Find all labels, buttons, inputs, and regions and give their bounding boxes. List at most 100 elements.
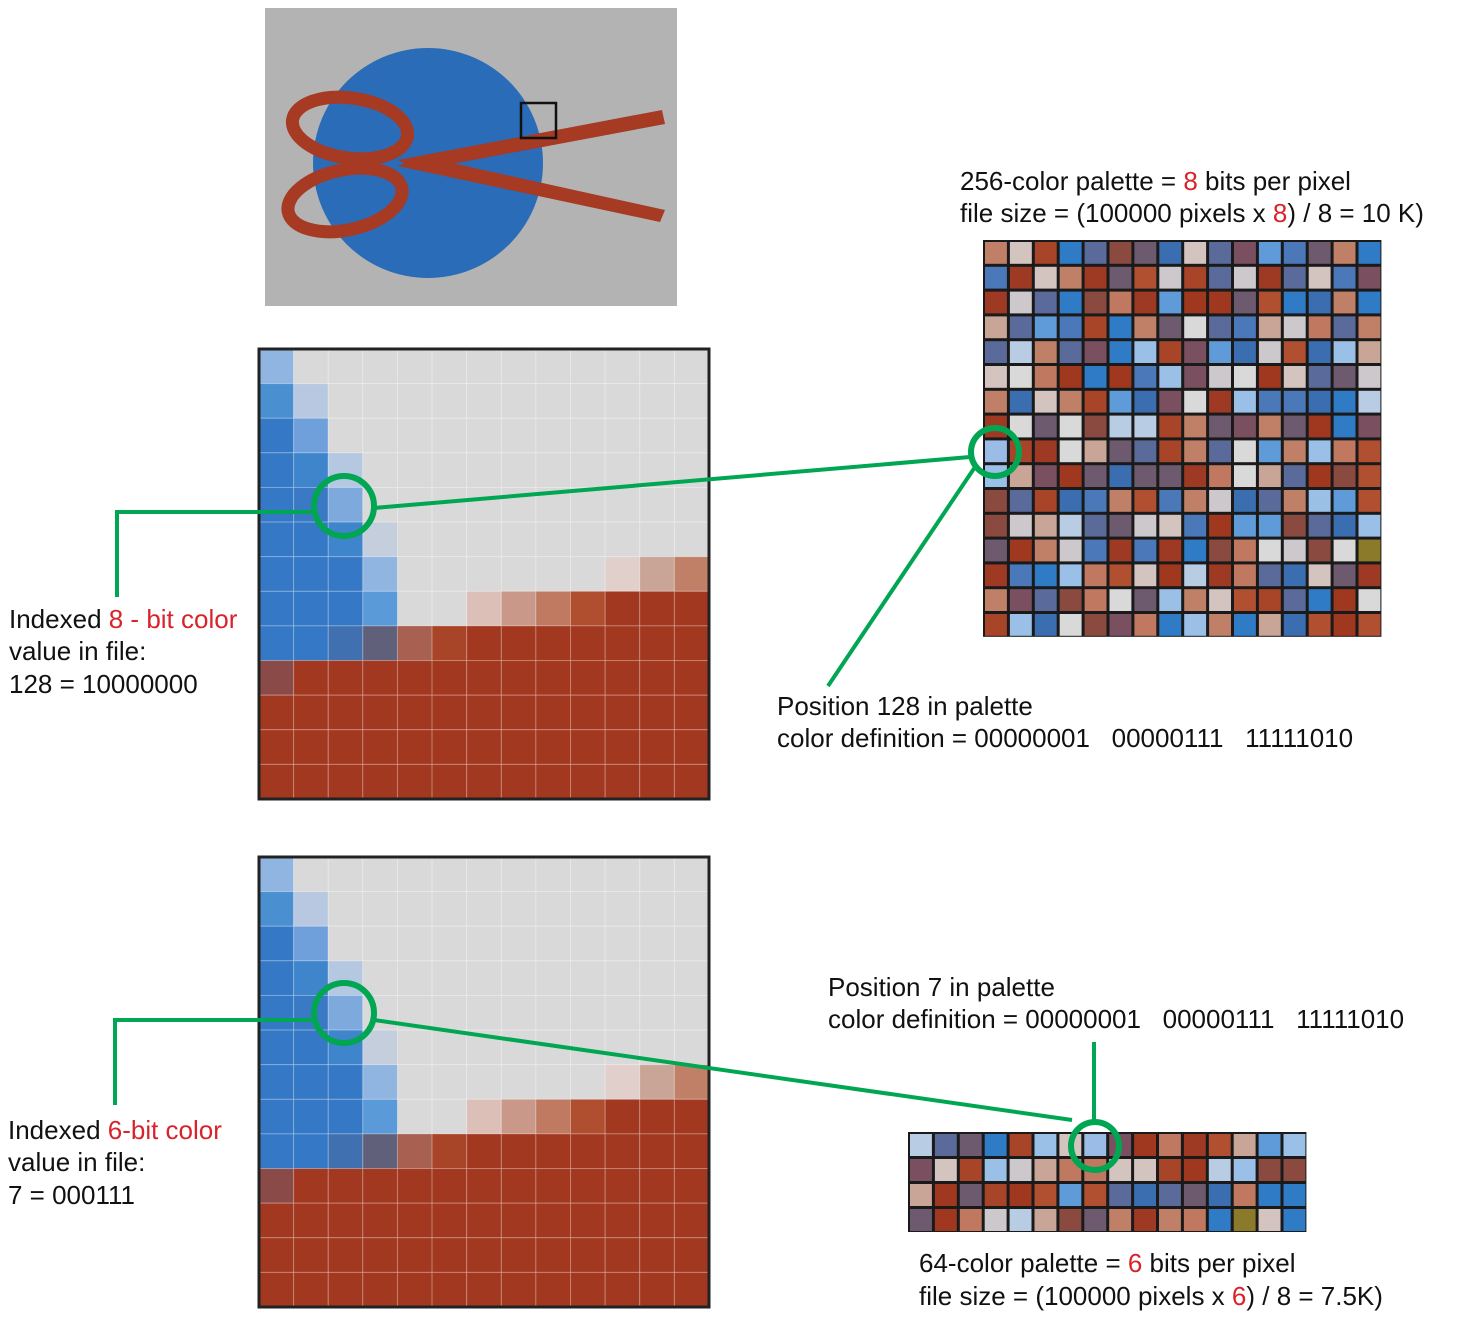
palette-256-swatch	[1009, 341, 1032, 363]
pixel-cell	[570, 763, 606, 800]
pixel-cell	[639, 486, 675, 523]
palette-64-swatch	[1208, 1184, 1231, 1206]
palette-256-swatch	[1034, 366, 1057, 388]
palette-256-swatch	[1184, 341, 1207, 363]
pixel-cell	[293, 763, 329, 800]
pixel-cell	[604, 729, 641, 765]
palette-256-swatch	[1059, 490, 1082, 512]
palette-256-swatch	[1134, 614, 1157, 636]
palette-256-swatch	[1358, 266, 1381, 289]
palette-256-swatch	[1358, 415, 1381, 438]
pixel-cell	[327, 383, 364, 419]
pixel-cell	[431, 729, 468, 765]
palette-256-swatch	[985, 440, 1007, 463]
pixel-cell	[639, 856, 675, 893]
pixel-cell	[570, 660, 606, 696]
pixel-cell	[431, 694, 468, 731]
pixel-cell	[500, 1098, 537, 1135]
pixel-cell	[639, 694, 675, 731]
pixel-grid-8bit	[257, 347, 711, 801]
palette-256-swatch	[1134, 564, 1157, 587]
pixel-cell	[293, 348, 329, 385]
pixel-cell	[327, 1237, 364, 1273]
pixel-cell	[535, 960, 572, 996]
palette-64-swatch	[910, 1209, 932, 1231]
pixel-cell	[639, 1098, 675, 1135]
palette-256-swatch	[1109, 291, 1132, 314]
pixel-cell	[500, 348, 537, 385]
pixel-cell	[258, 960, 295, 996]
pixel-cell	[466, 1202, 502, 1239]
pixel-cell	[604, 1168, 641, 1204]
pixel-cell	[466, 590, 502, 627]
pixel-cell	[673, 1271, 710, 1308]
palette-256-swatch	[1159, 614, 1182, 636]
palette-256-swatch	[1258, 390, 1281, 413]
palette-256-swatch	[1159, 341, 1182, 363]
pixel-cell	[466, 994, 502, 1031]
palette-256-swatch	[1358, 341, 1381, 363]
pixel-cell	[500, 994, 537, 1031]
pixel-cell	[535, 1098, 572, 1135]
palette-256-swatch	[1358, 465, 1381, 487]
palette-256-swatch	[1084, 291, 1107, 314]
pixel-cell	[570, 556, 606, 592]
pixel-cell	[258, 625, 295, 662]
pixel-cell	[362, 1064, 398, 1100]
palette-64-swatch	[1208, 1209, 1231, 1231]
palette-256-swatch	[1059, 614, 1082, 636]
pixel-cell	[570, 348, 606, 385]
palette-256-swatch	[985, 514, 1007, 537]
palette-256-swatch	[1234, 316, 1256, 339]
palette-256-swatch	[1283, 465, 1306, 487]
pixel-cell	[604, 348, 641, 385]
pixel-cell	[604, 660, 641, 696]
callout-lines	[113, 425, 1122, 1173]
pixel-cell	[293, 1133, 329, 1170]
palette-64-swatch	[1084, 1184, 1107, 1206]
palette-256-swatch	[1159, 564, 1182, 587]
palette-256-swatch	[1283, 415, 1306, 438]
pixel-cell	[639, 383, 675, 419]
palette-64-swatch	[1258, 1134, 1281, 1156]
palette-256-swatch	[1308, 390, 1331, 413]
pixel-cell	[673, 856, 710, 893]
palette-256-swatch	[1209, 589, 1231, 611]
pixel-cell	[396, 1202, 433, 1239]
pixel-cell	[293, 660, 329, 696]
palette-256-swatch	[1034, 564, 1057, 587]
palette-256-swatch	[1333, 341, 1356, 363]
palette-256-swatch	[1308, 539, 1331, 562]
palette-256-swatch	[985, 390, 1007, 413]
pixel-cell	[535, 763, 572, 800]
pixel-cell	[362, 960, 398, 996]
pixel-cell	[362, 348, 398, 385]
pixel-cell	[362, 452, 398, 488]
palette-64-swatch	[1109, 1209, 1132, 1231]
palette-256-swatch	[1109, 539, 1132, 562]
pixel-cell	[258, 1029, 295, 1066]
palette-64-swatch	[1009, 1184, 1032, 1206]
palette-256-swatch	[1308, 316, 1331, 339]
pixel-cell	[570, 1133, 606, 1170]
pixel-cell	[604, 417, 641, 454]
palette-256-swatch	[1333, 614, 1356, 636]
palette-256-swatch	[1234, 490, 1256, 512]
pixel-cell	[327, 556, 364, 592]
pixel-cell	[466, 960, 502, 996]
palette-256-swatch	[1358, 614, 1381, 636]
palette-64-swatch	[984, 1209, 1007, 1231]
pixel-cell	[327, 925, 364, 962]
pixel-cell	[604, 625, 641, 662]
pixel-cell	[431, 1168, 468, 1204]
pixel-cell	[431, 660, 468, 696]
palette-256-swatch	[1109, 390, 1132, 413]
palette-256-swatch	[1034, 465, 1057, 487]
pixel-cell	[639, 960, 675, 996]
pixel-cell	[535, 1271, 572, 1308]
palette-256-swatch	[1333, 490, 1356, 512]
pixel-cell	[570, 1202, 606, 1239]
pixel-cell	[258, 694, 295, 731]
scissors-photo	[265, 8, 677, 306]
palette-64-swatch	[1283, 1159, 1306, 1181]
